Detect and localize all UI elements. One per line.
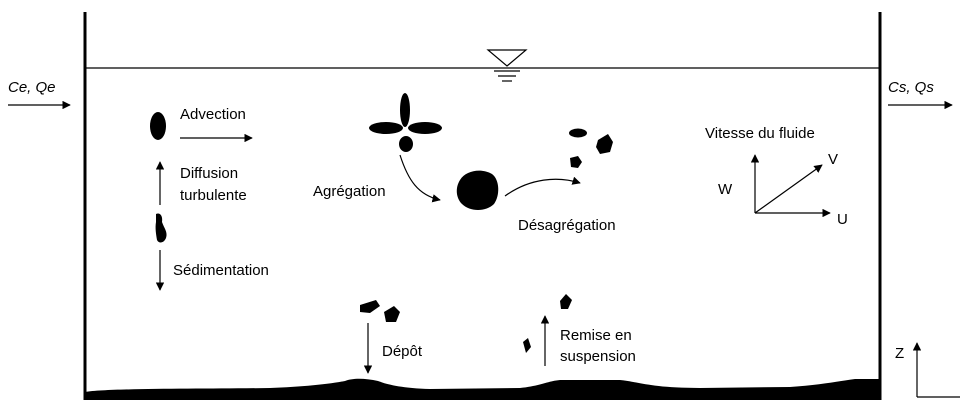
resuspension-particles (523, 294, 572, 353)
sediment-bed (85, 378, 880, 400)
floc-cluster (369, 93, 442, 152)
velocity-v-arrow (754, 164, 823, 214)
deposition-label: Dépôt (382, 343, 423, 360)
velocity-v-label: V (828, 151, 838, 168)
velocity-u-label: U (837, 211, 848, 228)
z-axis-label: Z (895, 345, 904, 362)
inlet-label: Ce, Qe (8, 79, 56, 96)
disaggregation-arrow (504, 176, 581, 197)
aggregate-particle (456, 170, 499, 210)
aggregation-label: Agrégation (313, 183, 386, 200)
water-level-icon (486, 49, 528, 82)
deposition-particles (360, 300, 400, 322)
resuspension-label-line2: suspension (560, 348, 636, 365)
velocity-w-label: W (718, 181, 733, 198)
velocity-title: Vitesse du fluide (705, 125, 815, 142)
advection-label: Advection (180, 106, 246, 123)
particle-ellipse (150, 112, 166, 140)
sedimentation-label: Sédimentation (173, 262, 269, 279)
aggregation-arrow (399, 154, 441, 203)
diffusion-label-line2: turbulente (180, 187, 247, 204)
fragments (569, 128, 613, 168)
disaggregation-label: Désagrégation (518, 217, 616, 234)
diffusion-label-line1: Diffusion (180, 165, 238, 182)
irregular-particle (155, 213, 167, 243)
outlet-label: Cs, Qs (888, 79, 934, 96)
resuspension-label-line1: Remise en (560, 327, 632, 344)
